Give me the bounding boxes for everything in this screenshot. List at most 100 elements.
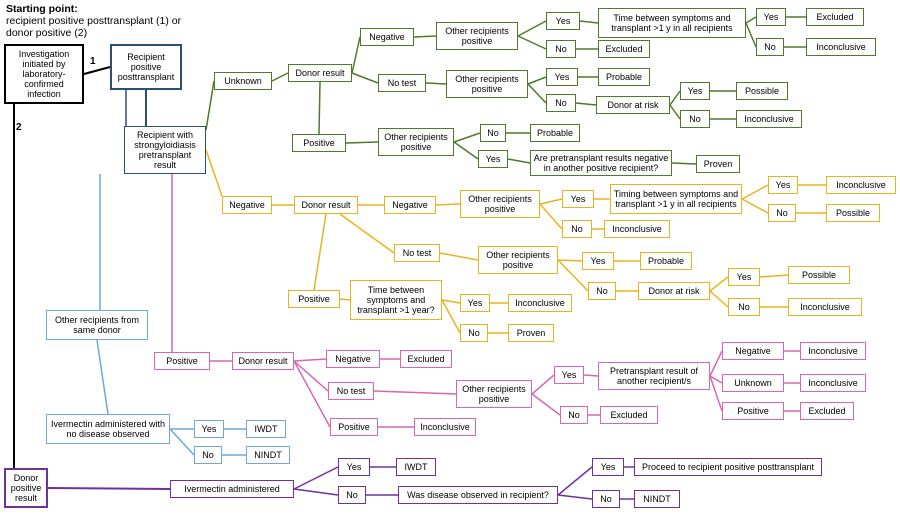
node-g-other-recip-2: Other recipients positive xyxy=(446,70,528,98)
connector-line xyxy=(271,72,289,82)
connector-line xyxy=(741,198,769,214)
connector-line xyxy=(441,299,461,334)
connector-line xyxy=(539,198,563,205)
connector-line xyxy=(169,428,195,456)
node-u-nindt: NINDT xyxy=(634,490,680,508)
node-p-negative-2: Negative xyxy=(722,342,784,360)
connector-line xyxy=(339,213,395,254)
node-b-ivermectin: Ivermectin administered with no disease … xyxy=(46,414,170,444)
node-g-yes-1: Yes xyxy=(546,12,580,30)
connector-line xyxy=(527,83,547,104)
connector-line xyxy=(453,141,479,160)
node-p-negative: Negative xyxy=(326,350,380,368)
node-p-inconclusive-1: Inconclusive xyxy=(800,342,866,360)
node-y-inconclusive-3: Inconclusive xyxy=(788,298,862,316)
connector-line xyxy=(531,374,555,395)
node-y-possible-2: Possible xyxy=(788,266,850,284)
node-investigation: Investigation initiated by laboratory-co… xyxy=(4,44,84,104)
node-p-yes: Yes xyxy=(554,366,584,384)
node-y-yes-1: Yes xyxy=(562,190,594,208)
node-g-inconclusive-2: Inconclusive xyxy=(736,110,802,128)
node-g-no-1: No xyxy=(756,38,784,56)
connector-line xyxy=(351,72,379,84)
node-u-no-2: No xyxy=(592,490,620,508)
node-y-possible-1: Possible xyxy=(826,204,880,222)
node-g-no-3: No xyxy=(546,94,576,112)
connector-line xyxy=(531,393,561,416)
node-g-probable-2: Probable xyxy=(530,124,580,142)
node-y-timing: Timing between symptoms and transplant >… xyxy=(610,184,742,214)
node-donor-positive: Donor positive result xyxy=(4,468,48,508)
node-y-donor-at-risk: Donor at risk xyxy=(638,282,710,300)
node-y-negative: Negative xyxy=(384,196,436,214)
path-label-1: 1 xyxy=(90,56,96,67)
node-unknown: Unknown xyxy=(214,72,272,90)
node-y-no-test: No test xyxy=(394,244,440,262)
connector-line xyxy=(669,90,681,106)
connector-line xyxy=(96,339,109,415)
node-y-no-2: No xyxy=(562,220,592,238)
node-g-pretransplant-q: Are pretransplant results negative in an… xyxy=(530,150,672,176)
connector-line xyxy=(413,35,437,38)
node-y-inconclusive-1: Inconclusive xyxy=(826,176,896,194)
node-g-no-5: No xyxy=(480,124,506,142)
node-p-excluded-1: Excluded xyxy=(400,350,452,368)
connector-line xyxy=(453,132,481,143)
starting-point-note: Starting point: recipient positive postt… xyxy=(6,3,246,39)
connector-line xyxy=(507,158,531,164)
connector-line xyxy=(47,487,171,490)
node-u-proceed: Proceed to recipient positive posttransp… xyxy=(634,458,822,476)
node-strongy-pre: Recipient with strongyloidiasis pretrans… xyxy=(124,126,206,174)
connector-line xyxy=(435,203,461,206)
node-p-no: No xyxy=(560,406,588,424)
connector-line xyxy=(579,20,599,24)
node-y-yes-3: Yes xyxy=(582,252,614,270)
node-p-excluded-2: Excluded xyxy=(800,402,854,420)
connector-line xyxy=(709,350,723,377)
connector-line xyxy=(671,162,697,165)
node-p-excluded-3: Excluded xyxy=(600,406,658,424)
node-p-positive-2: Positive xyxy=(722,402,784,420)
node-b-no: No xyxy=(194,446,222,464)
node-y-yes-5: Yes xyxy=(460,294,490,312)
connector-line xyxy=(517,20,547,37)
node-u-disease-q: Was disease observed in recipient? xyxy=(398,486,558,504)
connector-line xyxy=(557,494,593,500)
node-g-probable-1: Probable xyxy=(598,68,650,86)
connector-line xyxy=(318,81,321,135)
node-u-yes-2: Yes xyxy=(592,458,624,476)
node-y-yes-2: Yes xyxy=(768,176,798,194)
node-g-inconclusive-1: Inconclusive xyxy=(806,38,876,56)
connector-line xyxy=(293,466,339,490)
connector-line xyxy=(83,66,111,75)
node-g-time-between: Time between symptoms and transplant >1 … xyxy=(598,8,746,38)
connector-line xyxy=(517,35,547,50)
connector-line xyxy=(709,290,729,308)
node-y-proven: Proven xyxy=(508,324,554,342)
node-y-no-3: No xyxy=(588,282,616,300)
connector-line xyxy=(709,375,723,384)
node-g-yes-3: Yes xyxy=(546,68,578,86)
node-g-yes-5: Yes xyxy=(478,150,508,168)
node-y-negative-top: Negative xyxy=(222,196,272,214)
node-b-iwdt: IWDT xyxy=(246,420,286,438)
node-p-inconclusive-3: Inconclusive xyxy=(414,418,476,436)
node-y-time-q: Time between symptoms and transplant >1 … xyxy=(350,280,442,320)
node-y-yes-4: Yes xyxy=(728,268,760,286)
node-p-other-recip: Other recipients positive xyxy=(456,380,532,408)
node-y-other-recip-1: Other recipients positive xyxy=(460,190,540,218)
node-g-donor-result: Donor result xyxy=(288,64,352,82)
node-g-no-test: No test xyxy=(378,74,426,92)
node-g-no-2: No xyxy=(546,40,576,58)
node-y-donor-result: Donor result xyxy=(294,196,358,214)
node-g-proven: Proven xyxy=(696,155,740,173)
node-g-no-4: No xyxy=(680,110,710,128)
node-p-donor-result: Donor result xyxy=(232,352,294,370)
node-u-no-1: No xyxy=(338,486,366,504)
connector-line xyxy=(293,360,331,428)
connector-line xyxy=(557,466,593,496)
connector-line xyxy=(339,298,351,301)
node-g-yes-4: Yes xyxy=(680,82,710,100)
connector-line xyxy=(425,82,447,85)
